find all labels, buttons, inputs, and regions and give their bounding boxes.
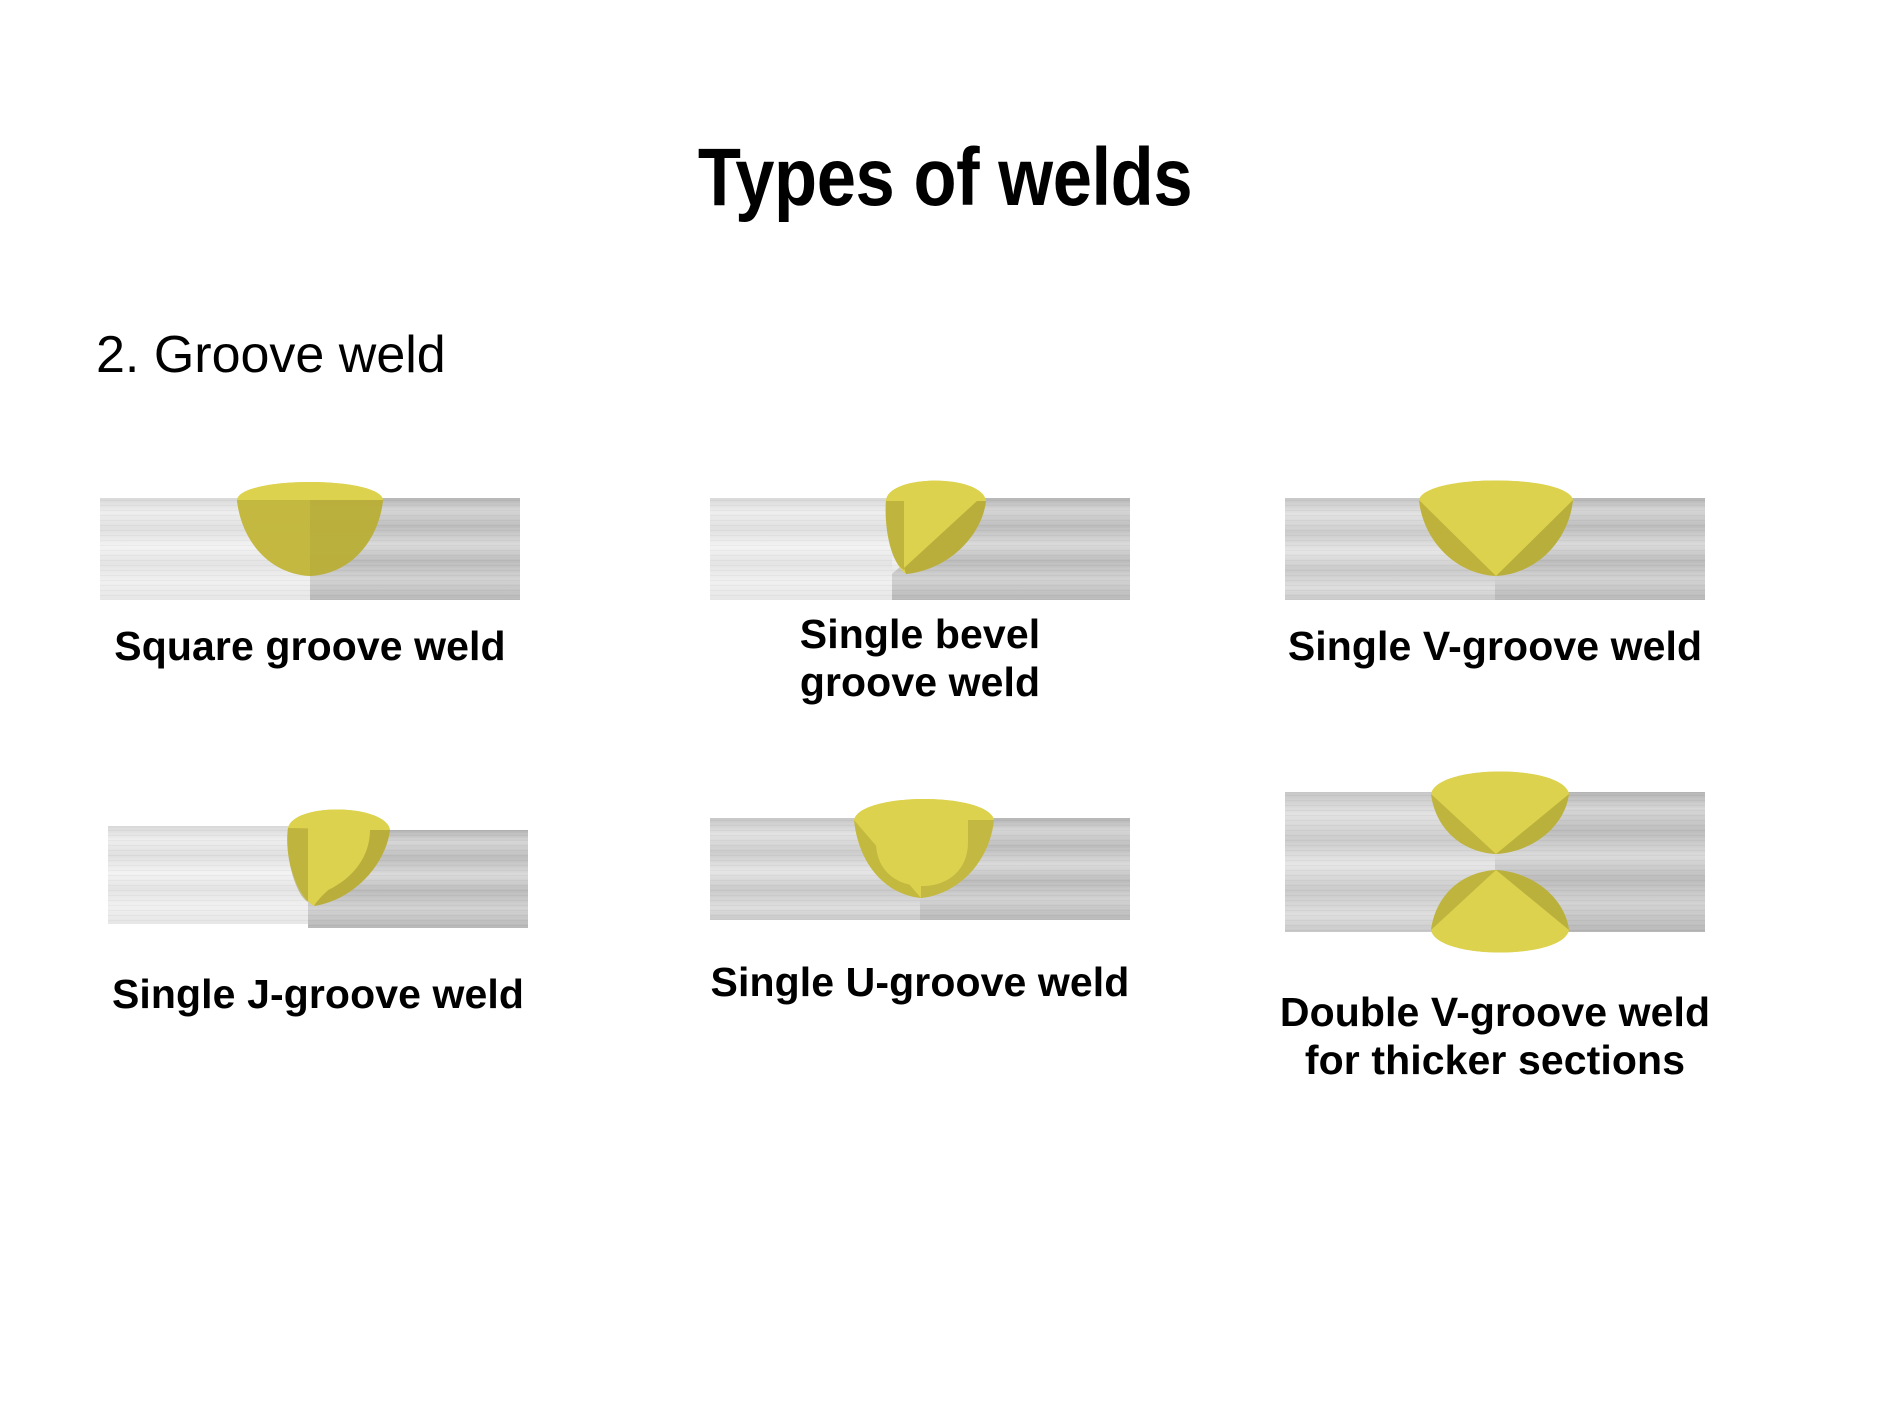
single-u-groove-weld-icon: [710, 799, 1130, 920]
single-bevel-groove-weld-icon: [710, 480, 1130, 600]
figure-caption: Single V-groove weld: [1287, 623, 1703, 669]
double-v-groove-weld-icon: [1285, 771, 1705, 953]
figure-square-groove-weld: Square groove weld: [60, 470, 560, 670]
figure-caption: Single U-groove weld: [710, 959, 1130, 1005]
figure-single-v-groove-weld: Single V-groove weld: [1245, 470, 1745, 670]
page-title: Types of welds: [697, 131, 1193, 223]
figure-single-bevel-groove-weld: Single bevel groove weld: [670, 470, 1170, 707]
figure-caption: Single J-groove weld: [111, 971, 525, 1017]
single-v-groove-weld-icon: [1285, 480, 1705, 600]
figure-caption: Square groove weld: [114, 623, 506, 669]
figure-caption: Single bevel groove weld: [799, 611, 1041, 706]
figure-double-v-groove-weld: Double V-groove weld for thicker section…: [1245, 760, 1745, 1085]
figure-single-u-groove-weld: Single U-groove weld: [670, 790, 1170, 1006]
single-j-groove-weld-icon: [108, 809, 528, 928]
square-groove-weld-icon: [100, 482, 520, 600]
figure-single-j-groove-weld: Single J-groove weld: [68, 800, 568, 1018]
figure-caption: Double V-groove weld for thicker section…: [1279, 989, 1711, 1084]
section-heading: 2. Groove weld: [96, 326, 446, 384]
